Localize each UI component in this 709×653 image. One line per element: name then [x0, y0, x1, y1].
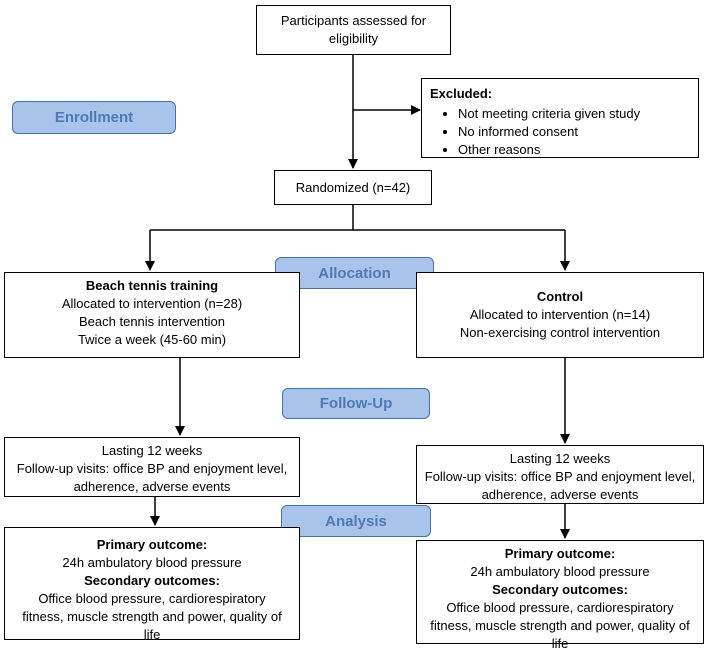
allocation-left-box: Beach tennis training Allocated to inter…	[4, 272, 300, 358]
excluded-item: No informed consent	[458, 123, 690, 141]
randomized-label: Randomized (n=42)	[295, 180, 411, 195]
followup-left-line: Follow-up visits: office BP and enjoymen…	[16, 461, 288, 476]
stage-enrollment: Enrollment	[12, 101, 176, 134]
followup-left-box: Lasting 12 weeks Follow-up visits: offic…	[4, 437, 300, 497]
allocation-right-line: Non-exercising control intervention	[459, 325, 661, 340]
followup-right-line: adherence, adverse events	[481, 487, 639, 502]
stage-allocation: Allocation	[275, 257, 434, 289]
followup-right-line: Follow-up visits: office BP and enjoymen…	[424, 469, 696, 484]
analysis-right-primary-title: Primary outcome:	[504, 546, 616, 561]
followup-left-line: adherence, adverse events	[73, 479, 231, 494]
allocation-left-line: Beach tennis intervention	[79, 314, 225, 329]
analysis-right-secondary-line: Office blood pressure, cardiorespiratory	[446, 600, 674, 615]
followup-right-line: Lasting 12 weeks	[509, 451, 611, 466]
analysis-right-secondary-line: fitness, muscle strength and power, qual…	[430, 618, 690, 633]
allocation-left-line: Twice a week (45-60 min)	[77, 332, 227, 347]
analysis-left-secondary-line: life	[143, 627, 161, 642]
excluded-title: Excluded:	[430, 86, 493, 101]
excluded-item: Other reasons	[458, 141, 690, 159]
analysis-left-secondary-line: fitness, muscle strength and power, qual…	[22, 609, 282, 624]
eligibility-line-1: Participants assessed for	[280, 13, 427, 28]
analysis-left-primary: 24h ambulatory blood pressure	[62, 555, 242, 570]
analysis-left-primary-title: Primary outcome:	[96, 537, 208, 552]
stage-analysis: Analysis	[281, 505, 431, 537]
analysis-left-secondary-title: Secondary outcomes:	[84, 573, 220, 588]
allocation-left-line: Allocated to intervention (n=28)	[61, 296, 243, 311]
analysis-right-box: Primary outcome: 24h ambulatory blood pr…	[416, 540, 704, 651]
analysis-left-secondary-line: Office blood pressure, cardiorespiratory	[38, 591, 266, 606]
excluded-item: Not meeting criteria given study	[458, 105, 690, 123]
eligibility-line-2: eligibility	[328, 31, 379, 46]
analysis-right-secondary-line: life	[551, 636, 569, 651]
stage-followup: Follow-Up	[282, 388, 430, 419]
allocation-right-line: Allocated to intervention (n=14)	[469, 307, 651, 322]
randomized-box: Randomized (n=42)	[274, 170, 432, 205]
excluded-list: Not meeting criteria given study No info…	[430, 105, 690, 159]
excluded-box: Excluded: Not meeting criteria given stu…	[421, 78, 699, 158]
followup-right-box: Lasting 12 weeks Follow-up visits: offic…	[416, 445, 704, 504]
allocation-left-title: Beach tennis training	[85, 278, 219, 293]
analysis-right-primary: 24h ambulatory blood pressure	[470, 564, 650, 579]
allocation-right-box: Control Allocated to intervention (n=14)…	[416, 272, 704, 358]
followup-left-line: Lasting 12 weeks	[101, 443, 203, 458]
analysis-right-secondary-title: Secondary outcomes:	[492, 582, 628, 597]
eligibility-box: Participants assessed for eligibility	[256, 5, 451, 55]
allocation-right-title: Control	[536, 289, 584, 304]
analysis-left-box: Primary outcome: 24h ambulatory blood pr…	[4, 527, 300, 642]
